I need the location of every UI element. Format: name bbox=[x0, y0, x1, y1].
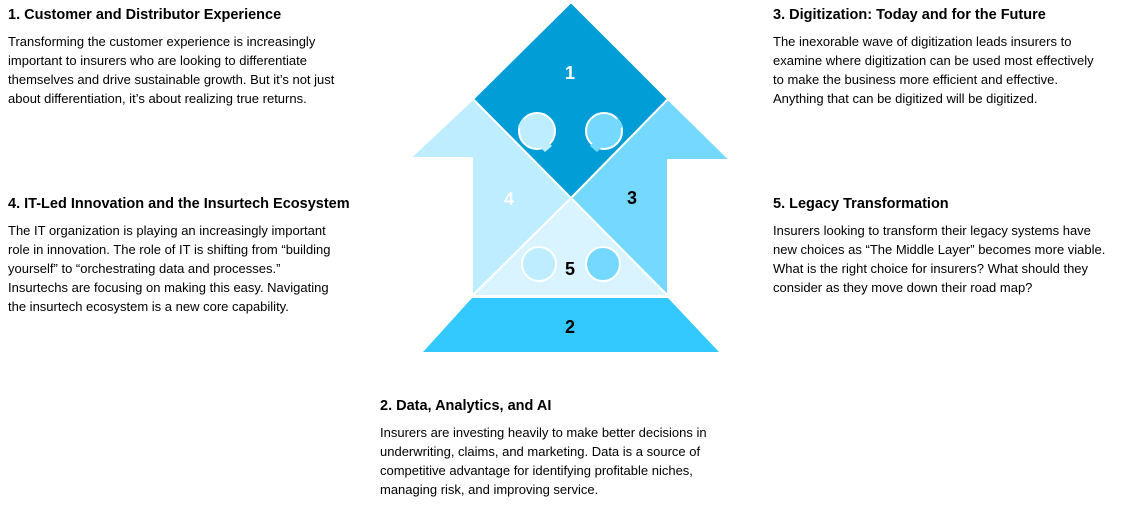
text-line: about differentiation, it’s about realiz… bbox=[8, 91, 307, 106]
text-line: Insurers are investing heavily to make b… bbox=[380, 425, 707, 440]
text-line: themselves and drive sustainable growth.… bbox=[8, 72, 335, 87]
text-line: The IT organization is playing an increa… bbox=[8, 223, 326, 238]
section-title: 1. Customer and Distributor Experience bbox=[8, 7, 282, 23]
text-line: What is the right choice for insurers? W… bbox=[773, 261, 1089, 276]
text-line: Insurtechs are focusing on making this e… bbox=[8, 280, 329, 295]
section-body: Transforming the customer experience is … bbox=[8, 32, 334, 108]
piece-3-label: 3 bbox=[627, 188, 637, 208]
text-line: Insurers looking to transform their lega… bbox=[773, 223, 1091, 238]
text-line: Transforming the customer experience is … bbox=[8, 34, 316, 49]
piece-2 bbox=[423, 298, 719, 352]
section-body: The inexorable wave of digitization lead… bbox=[773, 32, 1094, 108]
section-body: Insurers looking to transform their lega… bbox=[773, 221, 1105, 297]
text-line: The inexorable wave of digitization lead… bbox=[773, 34, 1072, 49]
text-line: role in innovation. The role of IT is sh… bbox=[8, 242, 331, 257]
text-line: yourself” to “orchestrating data and pro… bbox=[8, 261, 281, 276]
text-line: consider as they move down their road ma… bbox=[773, 280, 1033, 295]
section-title: 2. Data, Analytics, and AI bbox=[380, 398, 552, 414]
piece-3-knob-bottom bbox=[585, 246, 621, 282]
piece-2-label: 2 bbox=[565, 317, 575, 337]
section-body: Insurers are investing heavily to make b… bbox=[380, 423, 707, 499]
section-title: 3. Digitization: Today and for the Futur… bbox=[773, 7, 1046, 23]
section-legacy-transformation: 5. Legacy Transformation Insurers lookin… bbox=[773, 195, 1105, 297]
piece-4-knob-bottom bbox=[521, 246, 557, 282]
section-title: 5. Legacy Transformation bbox=[773, 196, 949, 212]
text-line: managing risk, and improving service. bbox=[380, 482, 599, 497]
section-body: The IT organization is playing an increa… bbox=[8, 221, 350, 316]
piece-4-knob-top bbox=[518, 112, 556, 150]
text-line: new choices as “The Middle Layer” become… bbox=[773, 242, 1106, 257]
text-line: to make the business more efficient and … bbox=[773, 72, 1058, 87]
text-line: examine where digitization can be used m… bbox=[773, 53, 1094, 68]
section-it-innovation: 4. IT-Led Innovation and the Insurtech E… bbox=[8, 195, 350, 316]
text-line: underwriting, claims, and marketing. Dat… bbox=[380, 444, 701, 459]
piece-3-knob-top bbox=[585, 112, 623, 150]
piece-4-label: 4 bbox=[504, 189, 514, 209]
section-title: 4. IT-Led Innovation and the Insurtech E… bbox=[8, 196, 350, 212]
text-line: competitive advantage for identifying pr… bbox=[380, 463, 693, 478]
piece-5-label: 5 bbox=[565, 259, 575, 279]
text-line: the insurtech ecosystem is a new core ca… bbox=[8, 299, 289, 314]
section-data-analytics-ai: 2. Data, Analytics, and AI Insurers are … bbox=[380, 397, 707, 499]
text-line: important to insurers who are looking to… bbox=[8, 53, 307, 68]
piece-1-label: 1 bbox=[565, 63, 575, 83]
section-digitization: 3. Digitization: Today and for the Futur… bbox=[773, 6, 1094, 108]
text-line: Anything that can be digitized will be d… bbox=[773, 91, 1038, 106]
piece-1 bbox=[472, 1, 669, 199]
section-customer-experience: 1. Customer and Distributor Experience T… bbox=[8, 6, 334, 108]
